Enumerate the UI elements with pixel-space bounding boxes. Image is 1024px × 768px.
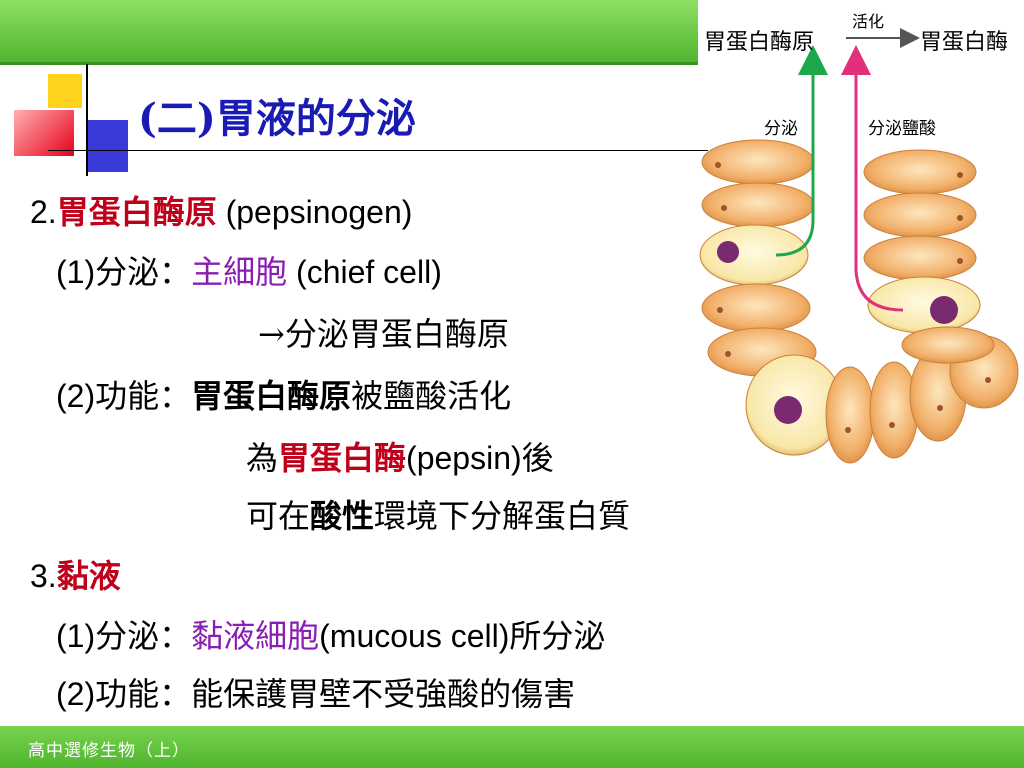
item2-cont2-post: 環境下分解蛋白質 <box>374 497 631 535</box>
item2-cont1-post: 後 <box>521 439 554 477</box>
item2-cont2-term: 酸性 <box>310 497 375 535</box>
diagram-svg <box>699 28 1019 464</box>
gastric-gland-diagram: 胃蛋白酶原 活化 胃蛋白酶 分泌 分泌鹽酸 <box>698 0 1024 470</box>
item2-sub1-cont: →分泌胃蛋白酶原 <box>258 315 509 353</box>
parietal-cell <box>867 276 981 334</box>
decor-vline <box>86 64 88 176</box>
item3-sub1-cell: 黏液細胞 <box>191 617 320 655</box>
secrete-acid-arrow <box>841 45 904 312</box>
item2-sub2-number: (2) <box>56 378 96 414</box>
item3-sub2-text: 能保護胃壁不受強酸的傷害 <box>191 675 576 713</box>
cell <box>701 139 815 185</box>
item2-english: (pepsinogen) <box>216 194 413 230</box>
nucleus <box>717 241 739 263</box>
item2-heading: 2.胃蛋白酶原 (pepsinogen) <box>30 192 412 232</box>
cell <box>863 192 977 238</box>
item2-sub2: (2)功能：胃蛋白酶原被鹽酸活化 <box>56 376 511 416</box>
item3-sub1: (1)分泌：黏液細胞(mucous cell)所分泌 <box>56 616 605 656</box>
item3-sub1-english: (mucous cell) <box>319 618 510 654</box>
item2-sub2-term: 胃蛋白酶原 <box>191 377 352 415</box>
item2-number: 2. <box>30 194 57 230</box>
diagram-label-secrete: 分泌 <box>764 119 798 139</box>
cell <box>869 361 919 459</box>
item3-sub2-number: (2) <box>56 676 96 712</box>
nucleus <box>930 296 958 324</box>
diagram-label-activate: 活化 <box>852 12 885 31</box>
item2-term: 胃蛋白酶原 <box>56 193 217 231</box>
decor-yellow-square <box>48 74 82 108</box>
item2-sub2-cont1: 為胃蛋白酶(pepsin)後 <box>246 438 554 478</box>
diagram-label-secrete-acid: 分泌鹽酸 <box>868 119 936 139</box>
item3-sub2-label: 功能： <box>95 675 192 713</box>
item3-sub1-post: 所分泌 <box>509 617 606 655</box>
item3-term: 黏液 <box>56 557 121 595</box>
item3-sub1-label: 分泌： <box>95 617 192 655</box>
decor-hline <box>48 150 708 151</box>
item3-sub1-number: (1) <box>56 618 96 654</box>
cell <box>701 182 815 228</box>
item2-sub1-label: 分泌： <box>95 253 192 291</box>
cell <box>901 326 995 364</box>
item2-sub1: (1)分泌：主細胞 (chief cell) <box>56 252 442 292</box>
decor-red-square <box>14 110 74 156</box>
diagram-label-right: 胃蛋白酶 <box>920 30 1009 55</box>
item2-sub1-english: (chief cell) <box>287 254 442 290</box>
slide-title: (二)胃液的分泌 <box>138 95 416 142</box>
item2-cont2-pre: 可在 <box>246 497 311 535</box>
cell <box>825 366 875 464</box>
item3-number: 3. <box>30 558 57 594</box>
item2-cont1-term: 胃蛋白酶 <box>278 439 407 477</box>
cell <box>863 149 977 195</box>
item3-sub2: (2)功能：能保護胃壁不受強酸的傷害 <box>56 674 575 714</box>
item2-sub1-cell: 主細胞 <box>191 253 288 291</box>
item2-sub2-label: 功能： <box>95 377 192 415</box>
item3-heading: 3.黏液 <box>30 556 121 596</box>
decor-blue-square <box>88 120 128 172</box>
item2-cont1-english: (pepsin) <box>406 440 522 476</box>
item2-sub2-rest: 被鹽酸活化 <box>351 377 512 415</box>
header-line <box>0 62 1024 65</box>
item2-sub2-cont2: 可在酸性環境下分解蛋白質 <box>246 496 630 536</box>
diagram-label-left: 胃蛋白酶原 <box>704 30 815 55</box>
item2-sub1-number: (1) <box>56 254 96 290</box>
footer-bar <box>0 726 1024 768</box>
cell <box>863 235 977 281</box>
footer-text: 高中選修生物（上） <box>28 741 190 761</box>
secrete-arrow <box>775 45 828 257</box>
chief-cell <box>699 224 809 286</box>
item2-cont1-pre: 為 <box>246 439 279 477</box>
nucleus <box>774 396 802 424</box>
